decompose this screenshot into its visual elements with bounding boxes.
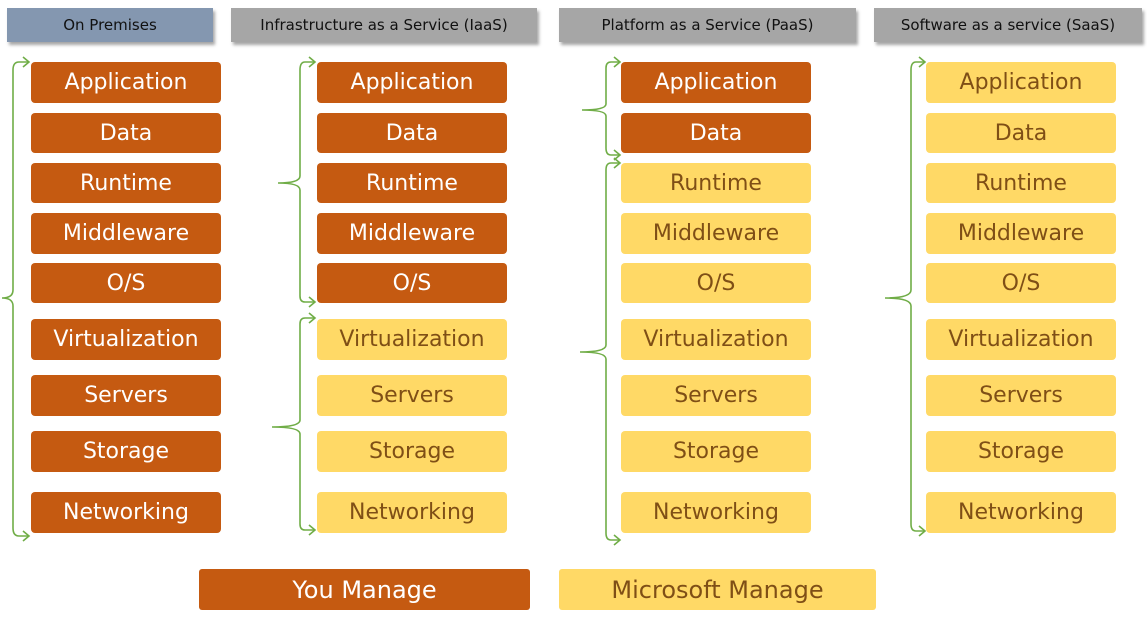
bracket-paas-ms <box>579 162 620 541</box>
layer-paas-servers: Servers <box>621 375 811 416</box>
layer-saas-data: Data <box>926 113 1116 153</box>
layer-onprem-middleware: Middleware <box>31 213 221 254</box>
layer-iaas-virtualization: Virtualization <box>317 319 507 360</box>
layer-paas-networking: Networking <box>621 492 811 533</box>
layer-saas-servers: Servers <box>926 375 1116 416</box>
layer-onprem-o-s: O/S <box>31 263 221 303</box>
bracket-onprem-arrow-bottom <box>22 530 31 542</box>
header-on-premises: On Premises <box>7 8 213 42</box>
layer-saas-o-s: O/S <box>926 263 1116 303</box>
layer-paas-o-s: O/S <box>621 263 811 303</box>
header-paas: Platform as a Service (PaaS) <box>559 8 856 42</box>
layer-paas-runtime: Runtime <box>621 163 811 203</box>
layer-saas-runtime: Runtime <box>926 163 1116 203</box>
layer-saas-storage: Storage <box>926 431 1116 472</box>
layer-onprem-servers: Servers <box>31 375 221 416</box>
layer-paas-data: Data <box>621 113 811 153</box>
bracket-onprem-arrow-top <box>22 56 31 68</box>
layer-onprem-runtime: Runtime <box>31 163 221 203</box>
header-saas: Software as a service (SaaS) <box>874 8 1142 42</box>
layer-iaas-application: Application <box>317 62 507 103</box>
layer-onprem-application: Application <box>31 62 221 103</box>
bracket-onprem-all <box>1 61 29 537</box>
bracket-iaas-ms <box>271 317 315 531</box>
legend-you-manage: You Manage <box>199 569 530 610</box>
bracket-saas-ms <box>884 61 925 532</box>
layer-saas-middleware: Middleware <box>926 213 1116 254</box>
layer-iaas-storage: Storage <box>317 431 507 472</box>
layer-iaas-servers: Servers <box>317 375 507 416</box>
layer-iaas-data: Data <box>317 113 507 153</box>
layer-iaas-networking: Networking <box>317 492 507 533</box>
layer-paas-application: Application <box>621 62 811 103</box>
header-iaas: Infrastructure as a Service (IaaS) <box>231 8 537 42</box>
bracket-paas-you <box>581 61 620 156</box>
layer-onprem-data: Data <box>31 113 221 153</box>
layer-saas-virtualization: Virtualization <box>926 319 1116 360</box>
layer-paas-virtualization: Virtualization <box>621 319 811 360</box>
layer-saas-networking: Networking <box>926 492 1116 533</box>
legend-microsoft-manage: Microsoft Manage <box>559 569 876 610</box>
layer-iaas-o-s: O/S <box>317 263 507 303</box>
layer-paas-storage: Storage <box>621 431 811 472</box>
bracket-iaas-you <box>277 61 315 303</box>
layer-iaas-middleware: Middleware <box>317 213 507 254</box>
layer-onprem-storage: Storage <box>31 431 221 472</box>
layer-onprem-virtualization: Virtualization <box>31 319 221 360</box>
layer-onprem-networking: Networking <box>31 492 221 533</box>
layer-paas-middleware: Middleware <box>621 213 811 254</box>
layer-iaas-runtime: Runtime <box>317 163 507 203</box>
layer-saas-application: Application <box>926 62 1116 103</box>
